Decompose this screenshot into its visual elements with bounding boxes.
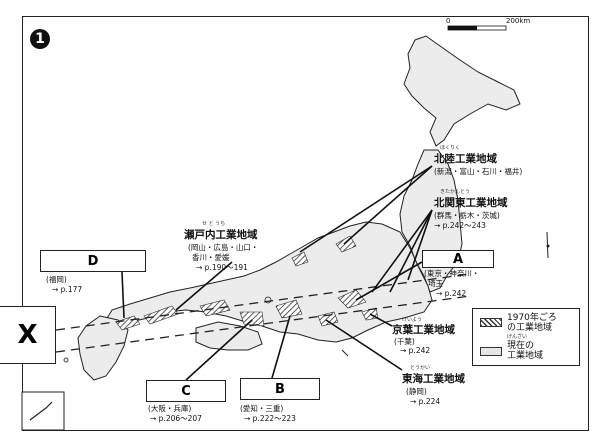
leader-kitakanto-1 [371,209,433,293]
leader-tokai [325,319,403,371]
side-marker-x: X [0,306,56,364]
legend-1970-line2: の工業地域 [507,323,553,333]
keiyo-prefectures: (千葉) [394,337,415,346]
keiyo-page: → p.242 [400,346,431,355]
kitakanto-name: 北関東工業地域 [434,197,508,209]
hatched-area-tokai [317,311,339,327]
kitakanto-ruby: きたかんとう [440,189,471,195]
box-a-prefectures-2: 埼玉 [428,279,443,288]
legend-current-line1: 現在の [507,341,535,351]
leader-hokuriku-1 [299,165,433,253]
hatched-area-chukyo [275,299,303,319]
hokkaido-landmass [403,35,521,147]
hokuriku-name: 北陸工業地域 [434,153,497,165]
setouchi-page: → p.190～191 [196,263,248,272]
legend-current-swatch [480,347,502,356]
box-c-prefectures: (大阪・兵庫) [148,404,192,413]
map-frame [22,16,589,431]
leader-setouchi [175,261,233,311]
figure-number-badge: 1 [30,29,50,49]
scale-zero-label: 0 [446,17,451,25]
leader-hokuriku-2 [343,165,433,245]
okinawa-inset [21,391,65,431]
setouchi-ruby: せ と うち [202,221,226,227]
answer-box-c-label: C [181,384,191,399]
kitakanto-page: → p.242～243 [434,221,486,230]
answer-box-c[interactable]: C [146,380,226,402]
answer-box-a[interactable]: A [422,250,494,268]
legend-1970-line1: 1970年ごろ [507,313,557,323]
answer-box-d-label: D [87,254,99,269]
box-c-page: → p.206～207 [150,414,202,423]
tokai-name: 東海工業地域 [402,373,465,385]
box-d-page: → p.177 [52,285,83,294]
scale-bar-fill [448,26,477,30]
legend-current-ruby: げんざい [507,334,528,340]
shikoku-landmass [195,321,263,351]
legend-current-line2: 工業地域 [507,351,544,361]
kitakanto-prefectures: (群馬・栃木・茨城) [434,211,500,220]
pacific-belt-upper-line [55,273,471,331]
box-a-prefectures-1: (東京・神奈川・ [424,269,480,278]
okinawa-islands [29,401,53,421]
hatched-area-hanshin [239,311,265,327]
leader-kitakanto-2 [389,209,433,293]
keiyo-ruby: けいよう [402,317,422,323]
leader-b [271,315,291,379]
box-d-prefectures: (福岡) [46,275,67,284]
hatched-area-toyama [291,251,309,267]
leader-keiyo [369,313,393,327]
box-b-prefectures: (愛知・三重) [240,404,284,413]
setouchi-prefectures-2: 香川・愛媛 [192,253,230,262]
tokai-page: → p.224 [410,397,441,406]
box-a-page: → p.242 [436,289,467,298]
answer-box-d[interactable]: D [40,250,146,272]
island [63,357,69,363]
tokai-ruby: とうかい [410,365,431,371]
leader-d [121,271,125,319]
map-legend: 1970年ごろ の工業地域 げんざい 現在の 工業地域 [472,308,580,366]
pacific-belt-lower-line [55,295,471,353]
island [341,349,349,357]
answer-box-b-label: B [275,382,285,397]
tokai-prefectures: (静岡) [406,387,427,396]
answer-box-b[interactable]: B [240,378,320,400]
hatched-area-hokuriku [335,235,357,253]
scale-distance-label: 200km [506,17,531,25]
keiyo-name: 京葉工業地域 [392,324,455,336]
hokuriku-ruby: ほくりく [440,145,461,151]
answer-box-a-label: A [452,252,464,267]
island-chain [546,231,549,259]
setouchi-name: 瀬戸内工業地域 [184,229,258,241]
hatched-area-keihin [337,289,367,309]
hatched-area-setouchi-east [199,299,231,317]
leader-a [355,261,423,301]
legend-hatched-swatch [480,318,502,327]
honshu-landmass [105,221,433,343]
setouchi-prefectures-1: (岡山・広島・山口・ [188,243,259,252]
box-b-page: → p.222～223 [244,414,296,423]
hokuriku-prefectures: (新潟・富山・石川・福井) [434,167,523,176]
leader-c [185,319,253,381]
